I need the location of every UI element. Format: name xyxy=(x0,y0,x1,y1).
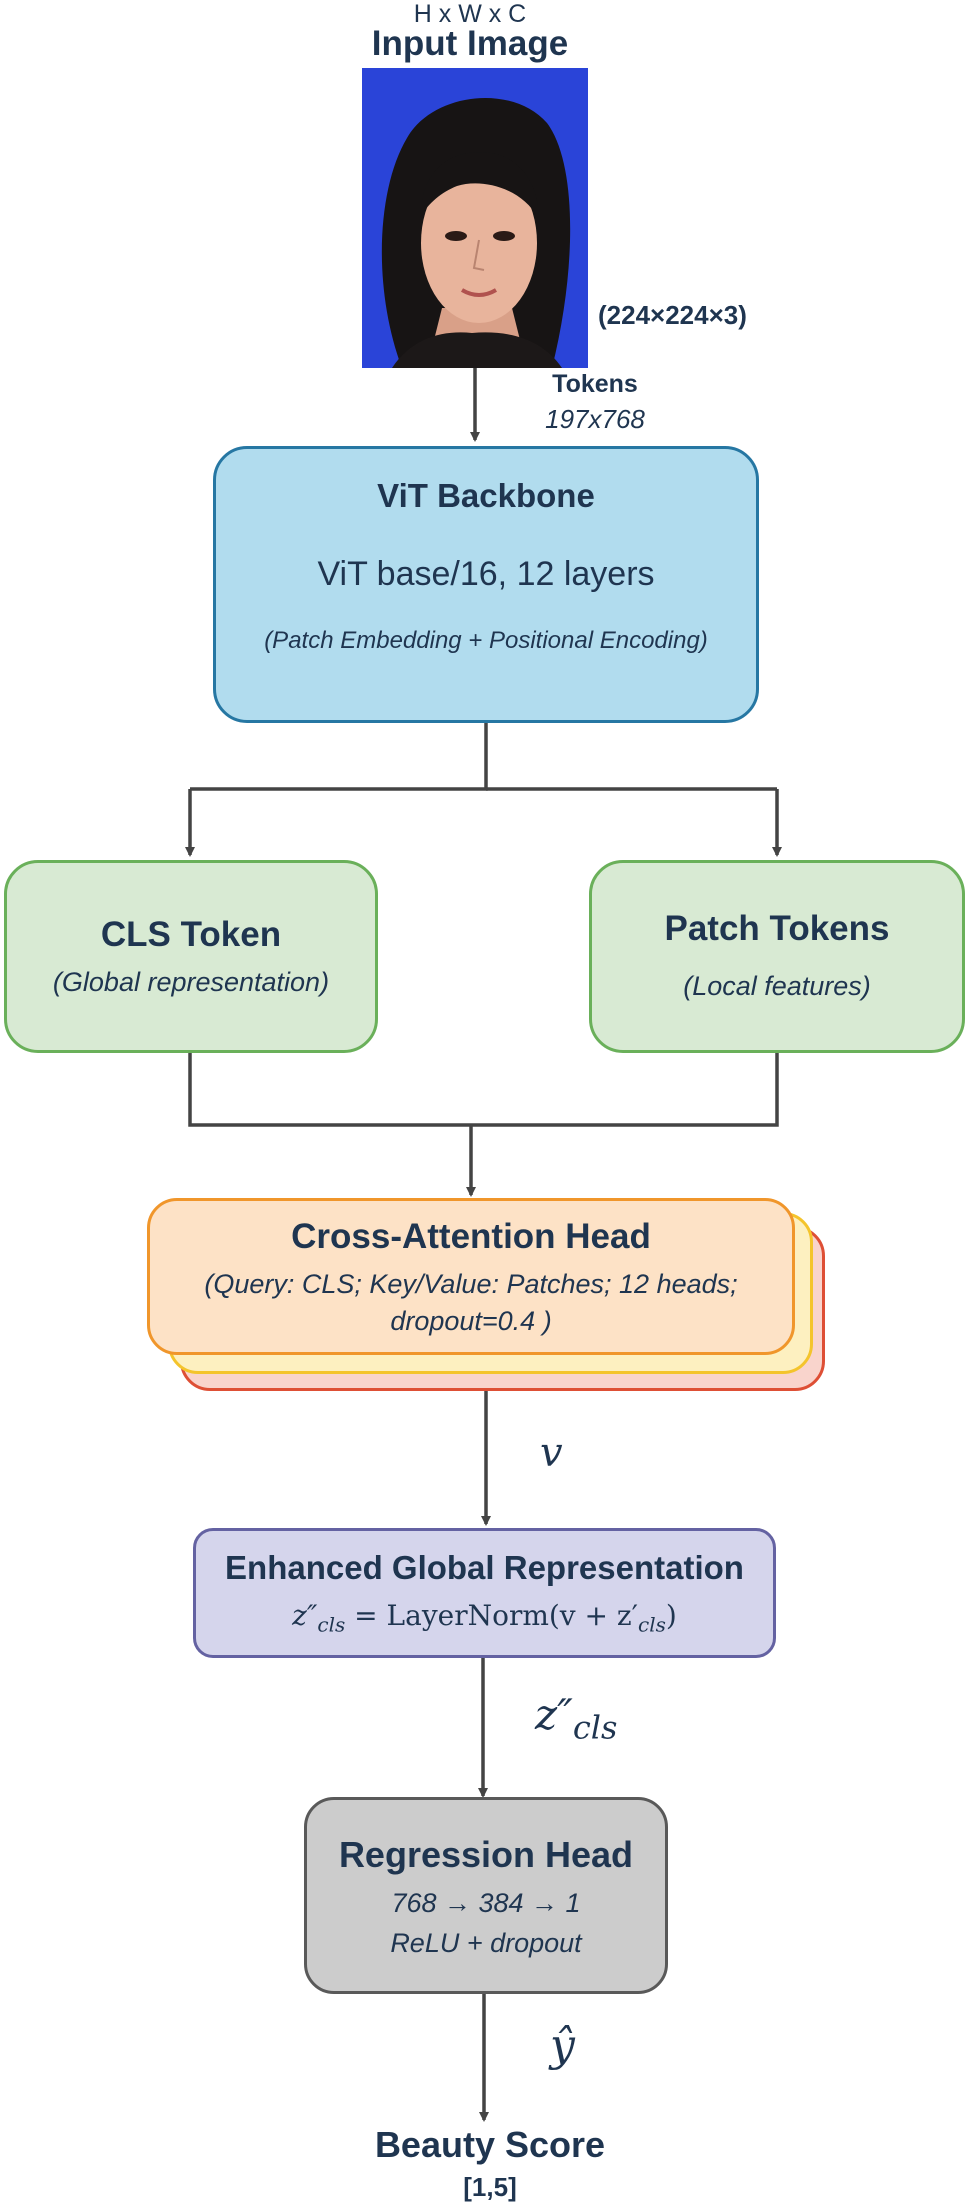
patch-title: Patch Tokens xyxy=(664,909,890,948)
patch-note: (Local features) xyxy=(683,971,871,1001)
beauty-score-title: Beauty Score xyxy=(374,2124,606,2165)
formula-rhs: = LayerNorm(v + z′ xyxy=(354,1599,638,1632)
input-image-title: Input Image xyxy=(371,24,569,63)
split-line xyxy=(190,723,488,791)
cls-token-box: CLS Token (Global representation) xyxy=(4,860,378,1053)
formula-rhs-sub: cls xyxy=(638,1612,666,1637)
vit-title: ViT Backbone xyxy=(377,477,595,514)
enhanced-title: Enhanced Global Representation xyxy=(225,1549,744,1586)
vit-subtitle: ViT base/16, 12 layers xyxy=(317,555,655,593)
input-size-label: (224×224×3) xyxy=(598,300,747,330)
cls-title: CLS Token xyxy=(100,915,282,954)
input-face-image xyxy=(362,68,588,368)
tokens-shape: 197x768 xyxy=(545,404,645,434)
merge-line xyxy=(188,1052,779,1127)
face-photo-placeholder xyxy=(362,68,588,368)
enhanced-formula: z″cls = LayerNorm(v + z′cls) xyxy=(196,1599,773,1637)
regression-title: Regression Head xyxy=(338,1834,634,1875)
label-zcls-main: z″ xyxy=(535,1690,573,1739)
vit-note: (Patch Embedding + Positional Encoding) xyxy=(264,627,708,654)
cls-note: (Global representation) xyxy=(52,967,330,997)
label-v: v xyxy=(540,1430,563,1476)
beauty-score-range: [1,5] xyxy=(463,2172,517,2202)
cross-note-line1: (Query: CLS; Key/Value: Patches; 12 head… xyxy=(204,1269,738,1299)
formula-lhs: z″ xyxy=(292,1599,318,1632)
regression-line2: ReLU + dropout xyxy=(390,1928,582,1958)
formula-close: ) xyxy=(665,1599,677,1632)
label-zcls: z″cls xyxy=(535,1690,617,1746)
patch-tokens-box: Patch Tokens (Local features) xyxy=(589,860,965,1053)
regression-head-box: Regression Head 768 → 384 → 1 ReLU + dro… xyxy=(304,1797,668,1994)
enhanced-representation-box: Enhanced Global Representation z″cls = L… xyxy=(193,1528,776,1658)
regression-line1: 768 → 384 → 1 xyxy=(391,1888,581,1918)
cross-note-line2: dropout=0.4 ) xyxy=(390,1306,552,1336)
label-yhat: ŷ xyxy=(550,2020,575,2071)
tokens-label: Tokens xyxy=(552,370,638,398)
input-dims-label: H x W x C xyxy=(413,0,527,28)
cross-title: Cross-Attention Head xyxy=(291,1217,651,1256)
label-zcls-sub: cls xyxy=(572,1708,618,1747)
vit-backbone-box: ViT Backbone ViT base/16, 12 layers (Pat… xyxy=(213,446,759,723)
cross-attention-box: Cross-Attention Head (Query: CLS; Key/Va… xyxy=(147,1198,795,1355)
formula-lhs-sub: cls xyxy=(317,1612,346,1637)
